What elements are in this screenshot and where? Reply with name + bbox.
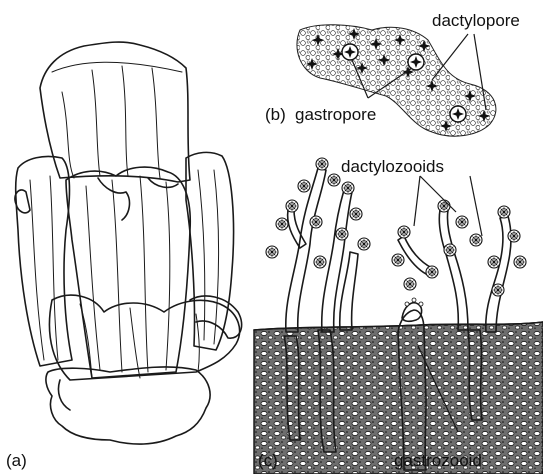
panel-b-label: (b): [265, 105, 286, 124]
coral-left-frond: [16, 156, 72, 366]
gastropore-label: gastropore: [295, 105, 376, 124]
dactylozooids-label: dactylozooids: [341, 157, 444, 176]
coral-middle-fronds: [66, 167, 190, 378]
dactylopore-label: dactylopore: [432, 11, 520, 30]
coral-right-frond: [186, 152, 234, 350]
panel-a-label: (a): [6, 451, 27, 470]
dactylozooid-stalks: [286, 168, 511, 332]
gastrozooid-label: gastrozooid: [394, 451, 482, 470]
panel-a-coral-colony: [15, 42, 242, 444]
panel-c-label: (c): [258, 451, 278, 470]
panel-c-cross-section: dactylozooids gastrozooid (c): [254, 157, 543, 474]
panel-b-surface-detail: dactylopore gastropore (b): [265, 11, 520, 136]
coral-base: [46, 367, 210, 444]
